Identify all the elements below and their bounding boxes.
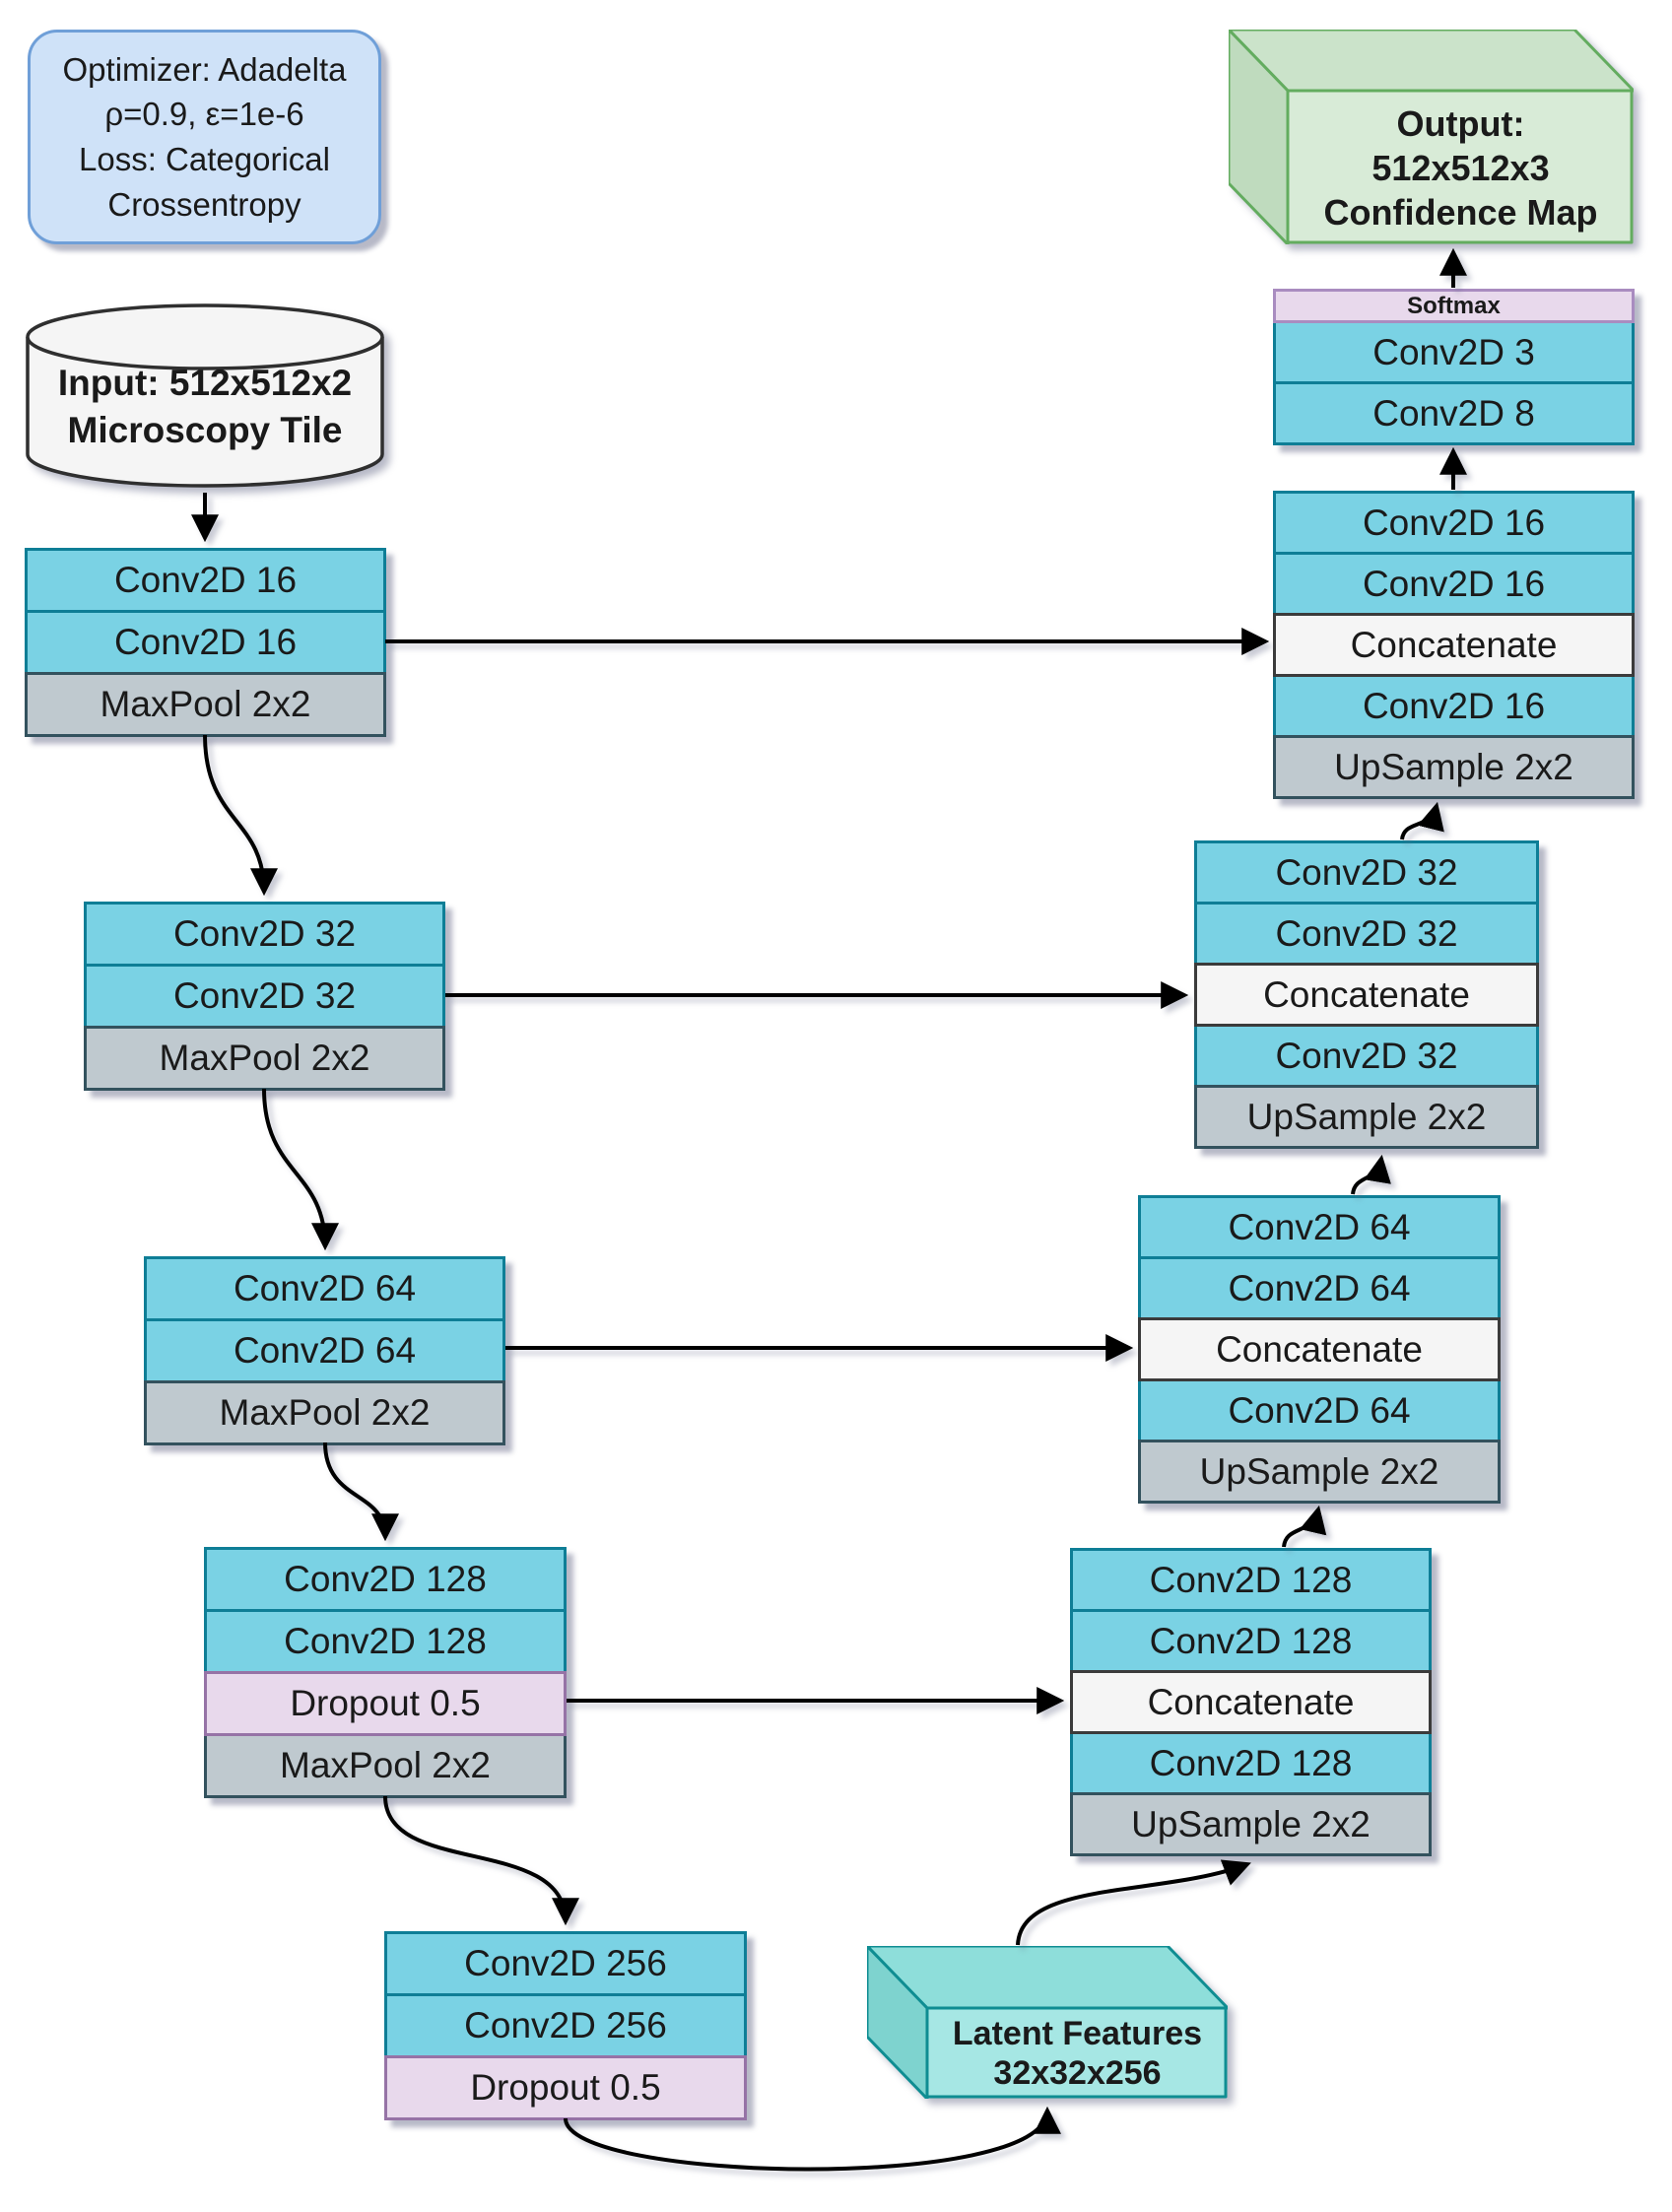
maxpool-layer: MaxPool 2x2 <box>204 1733 567 1798</box>
conv-layer: Conv2D 16 <box>1273 552 1635 616</box>
encoder-block-32: Conv2D 32 Conv2D 32 MaxPool 2x2 <box>84 902 445 1091</box>
upsample-layer: UpSample 2x2 <box>1273 735 1635 799</box>
conv-layer: Conv2D 64 <box>144 1318 505 1383</box>
conv-layer: Conv2D 8 <box>1273 381 1635 445</box>
conv-layer: Conv2D 128 <box>1070 1609 1432 1673</box>
conv-layer: Conv2D 16 <box>1273 674 1635 738</box>
softmax-layer: Softmax <box>1273 289 1635 323</box>
arrow-enc4-to-enc5 <box>383 1795 579 1926</box>
output-label: Output: 512x512x3 Confidence Map <box>1323 102 1598 233</box>
encoder-block-64: Conv2D 64 Conv2D 64 MaxPool 2x2 <box>144 1256 505 1445</box>
conv-layer: Conv2D 256 <box>384 1931 747 1996</box>
upsample-layer: UpSample 2x2 <box>1138 1440 1501 1504</box>
upsample-layer: UpSample 2x2 <box>1070 1792 1432 1856</box>
arrow-latent-to-dec128 <box>1016 1859 1251 1946</box>
conv-layer: Conv2D 128 <box>1070 1548 1432 1612</box>
arrow-enc3-to-enc4 <box>323 1441 399 1542</box>
conv-layer: Conv2D 32 <box>84 902 445 967</box>
output-head-block: Softmax Conv2D 3 Conv2D 8 <box>1273 289 1635 445</box>
conv-layer: Conv2D 64 <box>1138 1378 1501 1442</box>
output-box <box>1229 30 1634 244</box>
maxpool-layer: MaxPool 2x2 <box>25 672 386 737</box>
arrow-dec128-to-dec64 <box>1282 1505 1327 1548</box>
conv-layer: Conv2D 32 <box>1194 1024 1539 1088</box>
conv-layer: Conv2D 16 <box>25 548 386 613</box>
conv-layer: Conv2D 32 <box>1194 902 1539 966</box>
conv-layer: Conv2D 16 <box>1273 491 1635 555</box>
concatenate-layer: Concatenate <box>1070 1670 1432 1734</box>
conv-layer: Conv2D 16 <box>25 610 386 675</box>
conv-layer: Conv2D 64 <box>144 1256 505 1321</box>
decoder-block-32: Conv2D 32 Conv2D 32 Concatenate Conv2D 3… <box>1194 840 1539 1149</box>
input-cylinder <box>26 303 384 488</box>
input-label: Input: 512x512x2 Microscopy Tile <box>57 362 353 450</box>
upsample-layer: UpSample 2x2 <box>1194 1085 1539 1149</box>
conv-layer: Conv2D 256 <box>384 1993 747 2058</box>
concatenate-layer: Concatenate <box>1273 613 1635 677</box>
concatenate-layer: Concatenate <box>1194 963 1539 1027</box>
maxpool-layer: MaxPool 2x2 <box>84 1026 445 1091</box>
arrow-enc1-to-enc2 <box>203 734 278 897</box>
encoder-block-16: Conv2D 16 Conv2D 16 MaxPool 2x2 <box>25 548 386 737</box>
conv-layer: Conv2D 32 <box>1194 840 1539 905</box>
conv-layer: Conv2D 128 <box>1070 1731 1432 1795</box>
arrow-enc2-to-enc3 <box>262 1088 339 1251</box>
encoder-block-256: Conv2D 256 Conv2D 256 Dropout 0.5 <box>384 1931 747 2120</box>
dropout-layer: Dropout 0.5 <box>204 1671 567 1736</box>
encoder-block-128: Conv2D 128 Conv2D 128 Dropout 0.5 MaxPoo… <box>204 1547 567 1798</box>
conv-layer: Conv2D 64 <box>1138 1195 1501 1259</box>
concatenate-layer: Concatenate <box>1138 1317 1501 1381</box>
hyperparameters-note: Optimizer: Adadelta ρ=0.9, ε=1e-6 Loss: … <box>28 30 381 244</box>
conv-layer: Conv2D 128 <box>204 1547 567 1612</box>
latent-label: Latent Features 32x32x256 <box>952 2014 1203 2092</box>
decoder-block-64: Conv2D 64 Conv2D 64 Concatenate Conv2D 6… <box>1138 1195 1501 1504</box>
conv-layer: Conv2D 3 <box>1273 320 1635 384</box>
arrow-dec64-to-dec32 <box>1351 1154 1391 1195</box>
latent-box <box>867 1946 1228 2099</box>
decoder-block-16: Conv2D 16 Conv2D 16 Concatenate Conv2D 1… <box>1273 491 1635 799</box>
conv-layer: Conv2D 32 <box>84 964 445 1029</box>
decoder-block-128: Conv2D 128 Conv2D 128 Concatenate Conv2D… <box>1070 1548 1432 1856</box>
maxpool-layer: MaxPool 2x2 <box>144 1380 505 1445</box>
dropout-layer: Dropout 0.5 <box>384 2055 747 2120</box>
conv-layer: Conv2D 128 <box>204 1609 567 1674</box>
arrow-dec32-to-dec16 <box>1400 801 1444 840</box>
conv-layer: Conv2D 64 <box>1138 1256 1501 1320</box>
